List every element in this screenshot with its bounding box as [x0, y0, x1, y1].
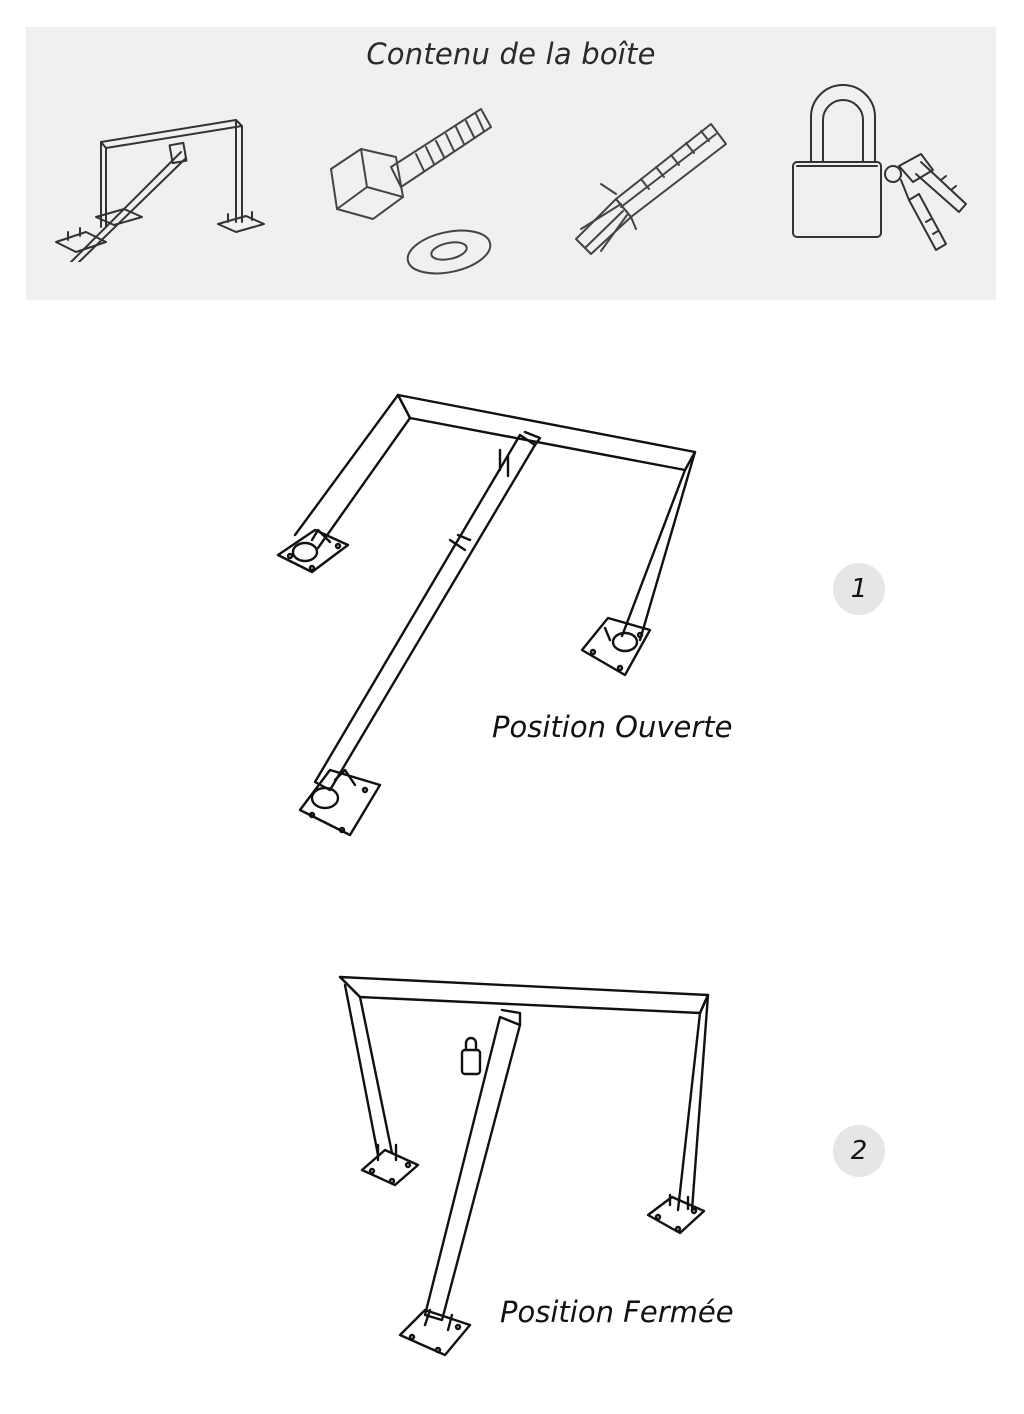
- barrier-icon: [46, 82, 266, 262]
- barrier-open-illustration: [270, 390, 700, 850]
- barrier-closed-illustration: [330, 965, 730, 1385]
- padlock-keys-icon: [781, 82, 981, 262]
- wall-plug-icon: [561, 89, 741, 269]
- step-badge-1: 1: [833, 563, 885, 615]
- step-badge-2: 2: [833, 1125, 885, 1177]
- position-closed-label: Position Fermée: [500, 1295, 734, 1329]
- box-contents-title: Contenu de la boîte: [366, 37, 656, 71]
- box-contents-panel: Contenu de la boîte: [26, 27, 996, 300]
- position-open-label: Position Ouverte: [492, 710, 733, 744]
- bolt-washer-icon: [321, 79, 511, 289]
